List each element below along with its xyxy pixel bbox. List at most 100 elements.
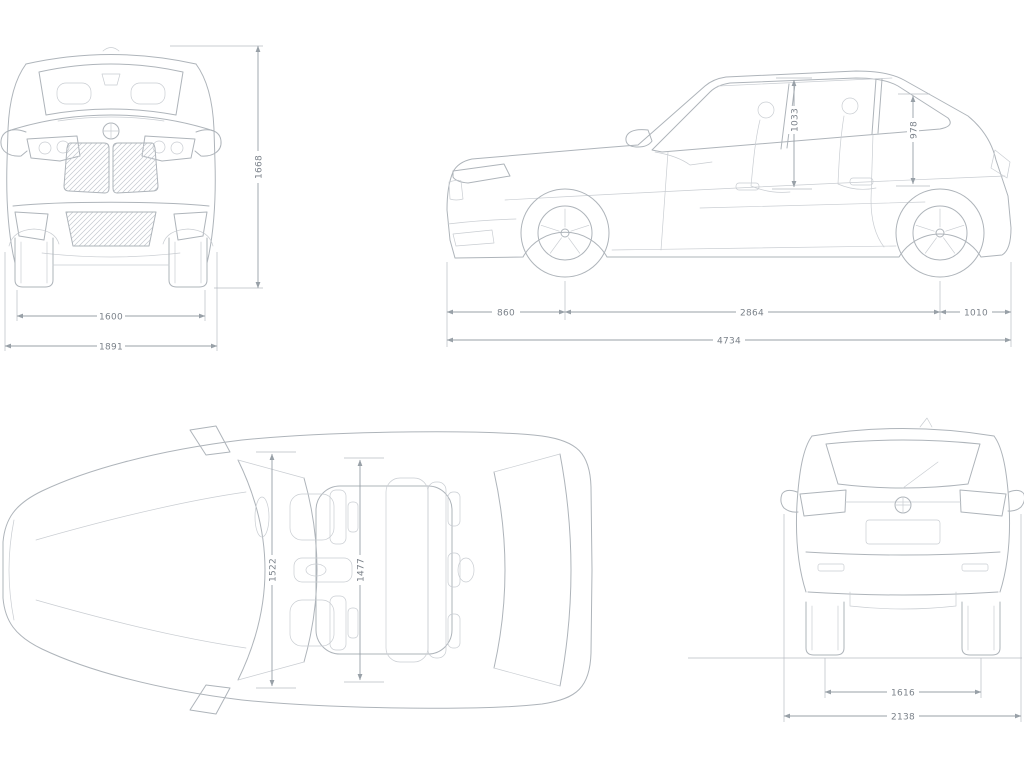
dim-label-front-interior-width: 1522 [266,555,279,585]
headlight [452,163,511,184]
dim-value-front-overhang: 860 [497,309,515,319]
rear-seat [837,115,877,190]
interior-sketch [654,97,926,209]
license-plate-recess [865,519,941,545]
roof-rear-edge [493,471,506,669]
taillight-left [799,489,847,517]
roof-antenna-icon [102,47,120,52]
rear-door-cut [870,133,885,248]
dim-label-rear-headroom: 978 [907,118,920,142]
dim-value-track-width: 1600 [99,313,123,323]
dim-label-width-incl-mirrors: 2138 [887,710,919,723]
headlight-right-ring [170,141,184,155]
hood-crease-top [35,491,247,541]
tailgate-arc [559,453,572,687]
headlight-left-ring [38,141,52,155]
mirror-left-rear [780,489,799,513]
mirror-bottom [189,684,231,715]
corner-intake-left [14,211,49,241]
character-line [504,175,1006,201]
front-intake [452,229,495,247]
body-side-left [6,63,27,264]
front-seat [750,119,791,193]
bmw-roundel-rear-icon [894,496,912,514]
rear-bench [385,477,475,663]
front-splitter [41,252,181,258]
front-fascia-contour [8,519,15,621]
rear-view-dimensions: 1616 2138 [783,514,1022,723]
rear-wheel-right [961,601,1001,656]
dim-value-rear-headroom: 978 [910,121,920,139]
side-mirror-left [0,129,28,157]
dim-value-width-incl-mirrors: 2138 [891,713,915,723]
body-outline-plan [2,431,593,709]
dim-label-front-headroom: 1033 [788,106,801,134]
rear-wheel [895,188,985,278]
rear-seat-headrest [841,97,859,115]
dim-value-front-headroom: 1033 [791,108,801,132]
rear-wiper [902,461,939,489]
c-pillar [871,78,883,135]
door-handle-front [735,182,760,191]
rearview-mirror [101,73,121,86]
c-pillars [493,453,561,687]
reflector-left [817,563,845,572]
dim-value-wheelbase: 2864 [740,309,764,319]
body-side-right-rear [993,435,1011,593]
top-view [2,425,593,715]
hood-line [7,114,215,132]
headrest-right [130,82,166,105]
dim-value-height: 1668 [255,155,265,179]
side-view-dimensions: 1033 978 860 2864 1010 4734 [446,77,1012,347]
front-seat-passenger [289,595,359,651]
floor-line [699,201,926,209]
shark-fin-antenna-icon [919,417,933,428]
dim-label-rear-interior-width: 1477 [354,555,367,585]
dim-value-overall-length: 4734 [717,337,741,347]
rear-armrest [457,557,475,583]
dim-value-rear-overhang: 1010 [964,309,988,319]
dim-label-overall-length: 4734 [713,334,745,347]
taillight [990,149,1011,179]
bumper-line [12,201,210,207]
dim-label-front-overhang: 860 [492,306,520,319]
front-view-dimensions: 1668 1600 1891 [4,45,265,353]
headrest-left [56,82,92,105]
dim-value-front-interior-width: 1522 [269,558,279,582]
dim-label-height: 1668 [252,151,265,183]
front-grille-side [448,179,464,201]
kidney-grille-left [63,142,110,194]
front-wheel [520,188,610,278]
diffuser [849,591,957,610]
rear-wheel-left [805,601,845,656]
corner-intake-right [173,211,208,241]
dim-label-wheelbase: 2864 [736,306,768,319]
side-mirror-right [194,129,222,157]
bumper-bottom-line [807,591,999,596]
windshield [38,63,184,116]
body-side-left-rear [795,435,813,593]
top-view-dimensions: 1522 1477 [256,451,384,689]
body-outline [446,70,1012,259]
reflector-right [961,563,989,572]
mirror-right-rear [1007,489,1024,512]
kidney-grille-right [112,142,159,194]
side-view [446,70,1012,278]
hood-crease [57,116,165,122]
glasshouse [651,77,951,153]
front-wheel-right [168,237,208,288]
front-door-cut [660,151,669,251]
wheel-arch-left [8,228,60,247]
dim-label-rear-overhang: 1010 [960,306,992,319]
hood-crease-bottom [35,599,247,649]
tailgate-lower-line [805,551,1001,556]
windshield-base-arc [237,459,266,681]
roof-line-rear [811,428,995,437]
steering-wheel [254,496,270,538]
rocker-line [611,245,897,251]
dim-label-rear-track: 1616 [887,686,919,699]
front-seat-headrest [757,101,775,119]
rear-window [825,439,981,489]
